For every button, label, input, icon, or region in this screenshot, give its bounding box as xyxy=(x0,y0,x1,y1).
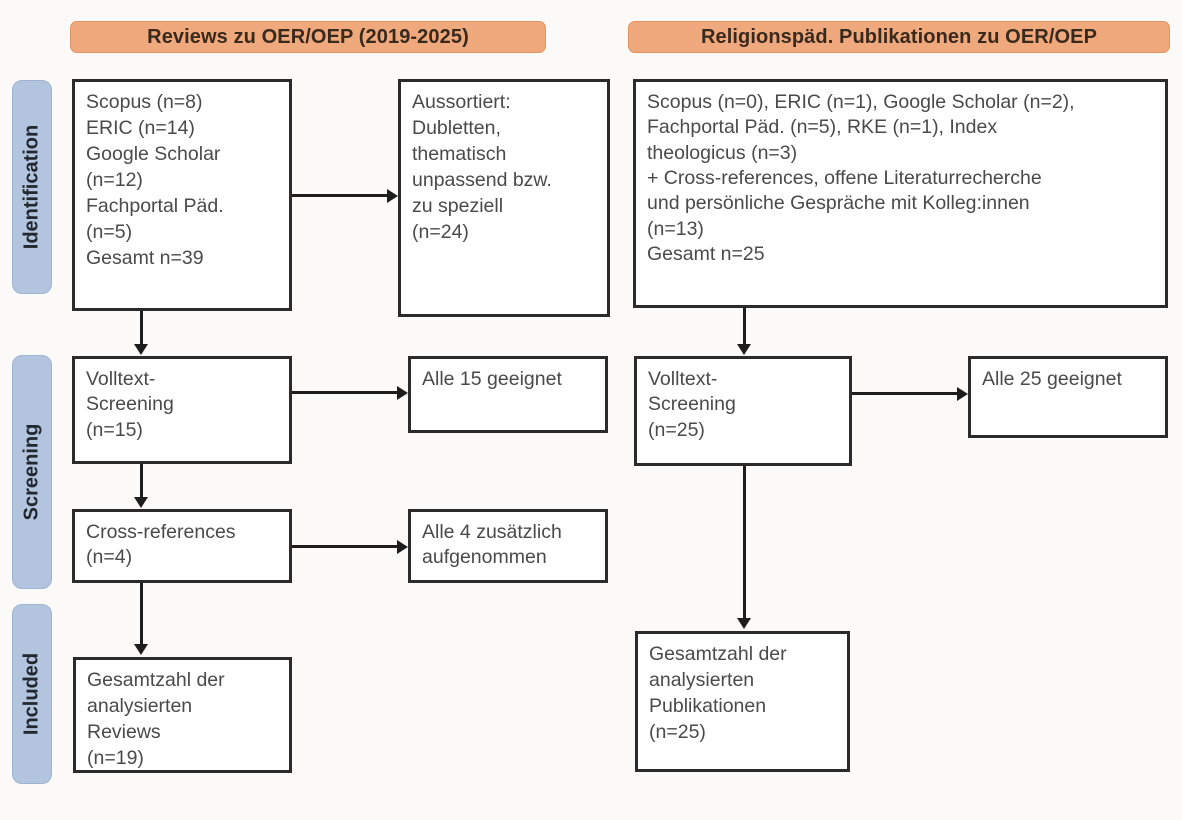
arrowhead-left-crossrefs-to-included xyxy=(134,644,148,655)
box-left-crossrefs-result: Alle 4 zusätzlich aufgenommen xyxy=(408,509,608,583)
arrowhead-left-fulltext-to-crossrefs xyxy=(134,497,148,508)
box-right-fulltext-result: Alle 25 geeignet xyxy=(968,356,1168,438)
box-left-excluded: Aussortiert: Dubletten, thematisch unpas… xyxy=(398,79,610,317)
arrowhead-left-fulltext-to-result xyxy=(397,386,408,400)
stage-label-identification: Identification xyxy=(20,124,43,250)
connector-right-fulltext-to-result xyxy=(852,392,957,395)
box-left-sources: Scopus (n=8) ERIC (n=14) Google Scholar … xyxy=(72,79,292,311)
arrowhead-left-sources-to-fulltext xyxy=(134,344,148,355)
arrowhead-right-fulltext-to-result xyxy=(957,387,968,401)
box-left-fulltext-result: Alle 15 geeignet xyxy=(408,356,608,433)
box-left-crossrefs: Cross-references (n=4) xyxy=(72,509,292,583)
box-right-included: Gesamtzahl der analysierten Publikatione… xyxy=(635,631,850,772)
connector-right-sources-to-fulltext xyxy=(743,308,746,345)
arrowhead-right-fulltext-to-included xyxy=(737,618,751,629)
box-left-included: Gesamtzahl der analysierten Reviews (n=1… xyxy=(73,657,292,773)
connector-left-sources-to-fulltext xyxy=(140,311,143,345)
stage-pill-included: Included xyxy=(12,604,52,784)
box-right-sources: Scopus (n=0), ERIC (n=1), Google Scholar… xyxy=(633,79,1168,308)
box-right-fulltext-screening: Volltext- Screening (n=25) xyxy=(634,356,852,466)
stage-pill-identification: Identification xyxy=(12,80,52,294)
arrowhead-left-crossrefs-to-result xyxy=(397,540,408,554)
column-header-religionspaed-label: Religionspäd. Publikationen zu OER/OEP xyxy=(700,25,1098,48)
arrowhead-right-sources-to-fulltext xyxy=(737,344,751,355)
connector-left-sources-to-excluded xyxy=(292,194,387,197)
column-header-religionspaed: Religionspäd. Publikationen zu OER/OEP xyxy=(628,21,1170,53)
connector-left-fulltext-to-crossrefs xyxy=(140,464,143,498)
column-header-reviews: Reviews zu OER/OEP (2019-2025) xyxy=(70,21,546,53)
connector-left-crossrefs-to-included xyxy=(140,583,143,645)
stage-label-screening: Screening xyxy=(20,423,43,521)
connector-left-crossrefs-to-result xyxy=(292,545,397,548)
box-left-fulltext-screening: Volltext- Screening (n=15) xyxy=(72,356,292,464)
stage-pill-screening: Screening xyxy=(12,355,52,589)
connector-right-fulltext-to-included xyxy=(743,466,746,619)
stage-label-included: Included xyxy=(20,652,43,736)
column-header-reviews-label: Reviews zu OER/OEP (2019-2025) xyxy=(147,25,469,48)
arrowhead-left-sources-to-excluded xyxy=(387,189,398,203)
connector-left-fulltext-to-result xyxy=(292,391,397,394)
